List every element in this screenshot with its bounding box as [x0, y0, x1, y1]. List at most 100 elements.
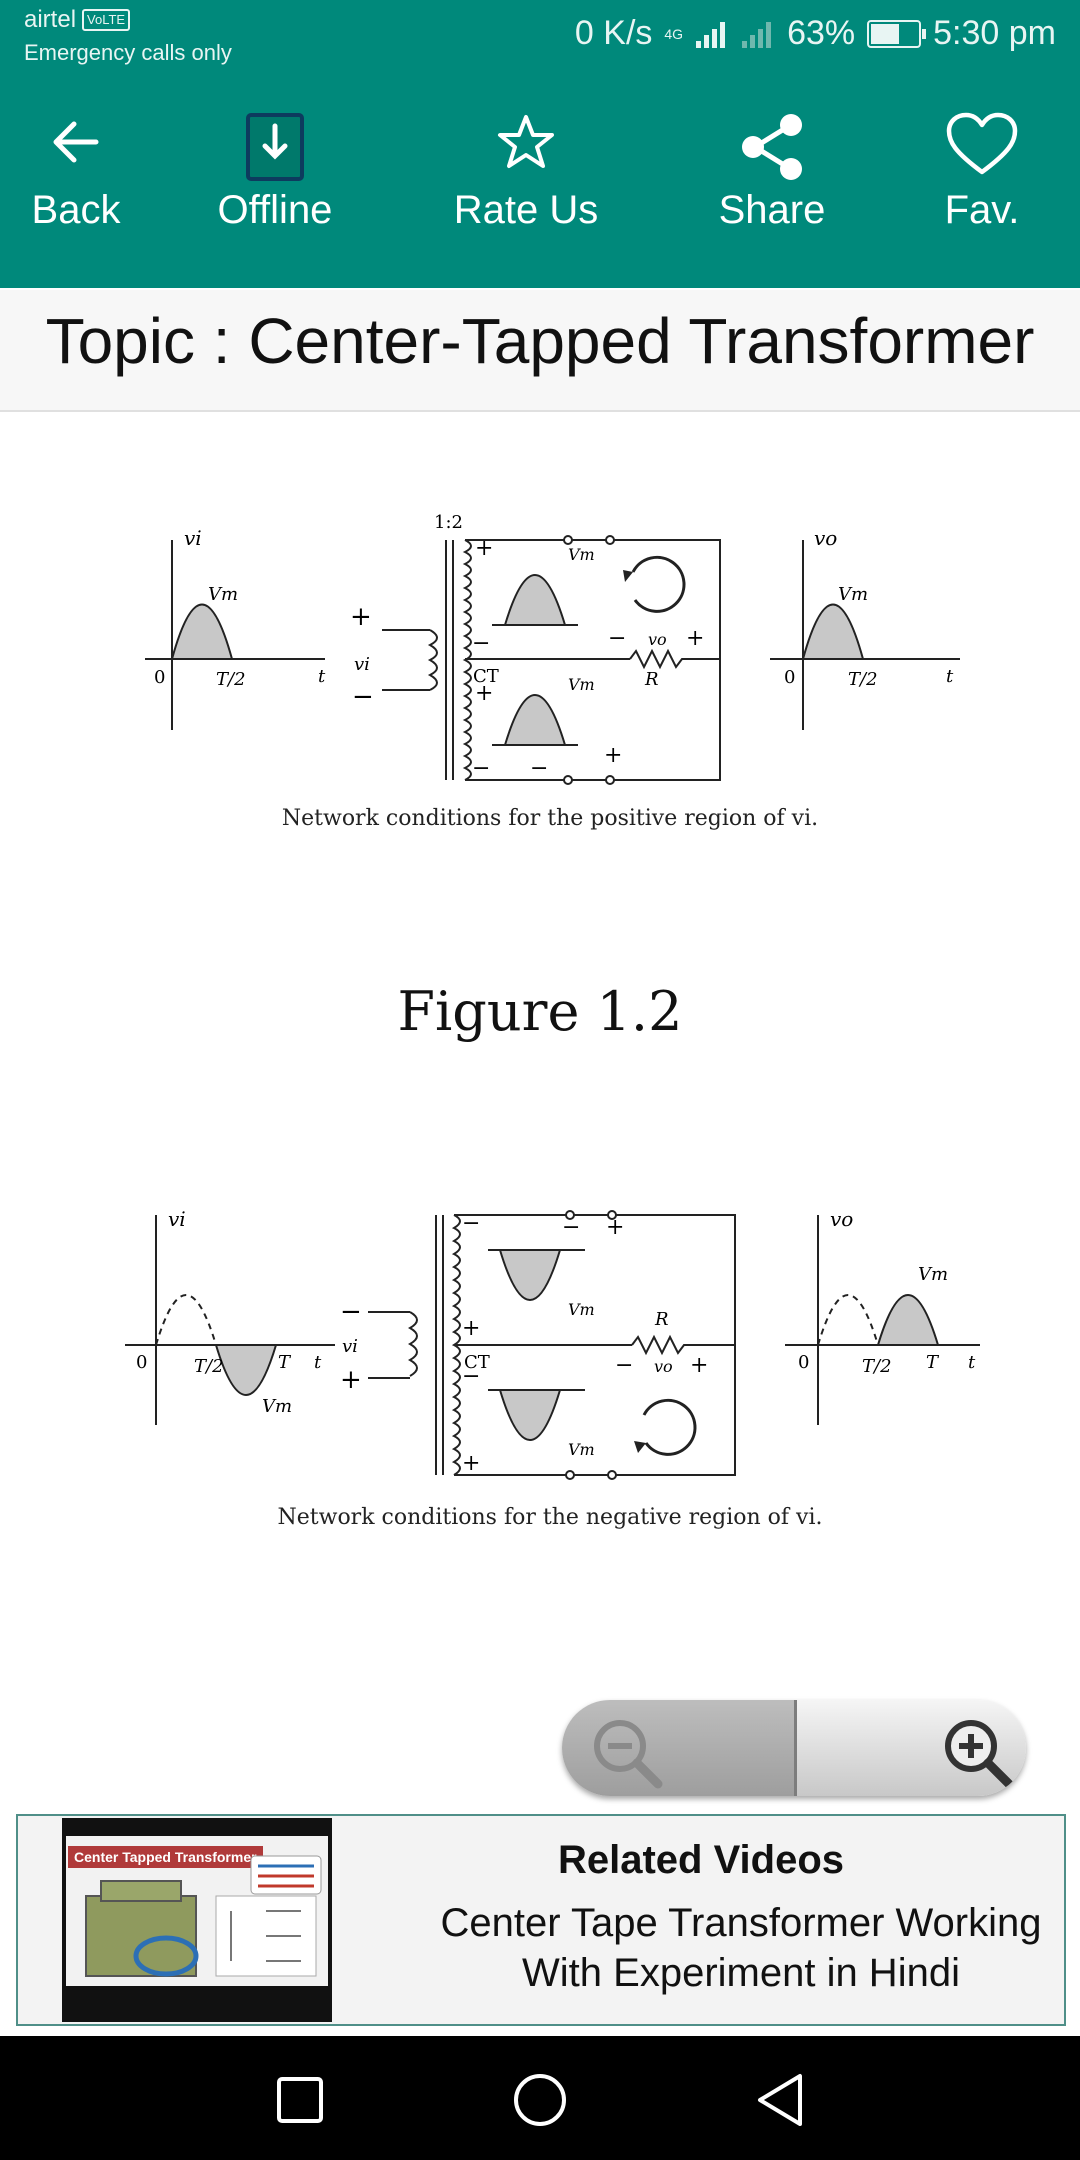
vo-label-2: vo: [830, 1207, 853, 1231]
battery-icon: [867, 19, 927, 48]
video-thumbnail[interactable]: Center Tapped Transformer: [62, 1818, 332, 2022]
offline-label: Offline: [217, 188, 333, 232]
svg-text:−: −: [472, 756, 490, 781]
star-icon: [498, 115, 554, 168]
half-period-label-2: T/2: [862, 1356, 892, 1377]
system-navigation-bar: [0, 2036, 1080, 2160]
figure-negative-region: vi 0 T/2 T t Vm − + vi Vm Vm − − + + CT …: [120, 1200, 980, 1540]
svg-text:−: −: [340, 1297, 362, 1327]
clock: 5:30 pm: [933, 14, 1056, 52]
svg-text:+: +: [606, 1215, 624, 1240]
signal-icon-2: [742, 21, 772, 48]
zoom-out-icon: [594, 1720, 663, 1789]
fav-label: Fav.: [944, 188, 1020, 232]
svg-text:−: −: [608, 626, 626, 651]
signal-icon: [696, 21, 726, 48]
ct-label-2: CT: [464, 1352, 490, 1373]
vm-label: Vm: [208, 584, 238, 605]
vi-label: vi: [184, 526, 202, 550]
network-type: 4G: [664, 25, 684, 42]
svg-text:0: 0: [784, 667, 795, 688]
share-label: Share: [718, 188, 826, 232]
svg-text:+: +: [462, 1451, 480, 1476]
battery-tip: [922, 28, 927, 39]
nav-home-icon[interactable]: [512, 2072, 568, 2128]
nav-recents-icon[interactable]: [276, 2076, 324, 2124]
ratio-label: 1:2: [434, 512, 463, 533]
svg-text:−: −: [562, 1215, 580, 1240]
transformer-image: [85, 1855, 322, 1977]
battery-percent: 63%: [787, 14, 856, 52]
svg-text:+: +: [350, 602, 372, 632]
svg-text:−: −: [462, 1364, 480, 1389]
status-bar: airtel VoLTE Emergency calls only 0 K/s …: [0, 0, 1080, 72]
svg-text:t: t: [968, 1352, 976, 1373]
offline-button[interactable]: Offline: [175, 112, 375, 233]
svg-text:Vm: Vm: [568, 1300, 595, 1319]
ct-label: CT: [473, 666, 499, 687]
svg-text:vi: vi: [168, 1207, 186, 1231]
circuit-diagram-negative: vi 0 T/2 T t Vm − + vi Vm Vm − − + + CT …: [125, 1207, 980, 1480]
network-speed: 0 K/s: [574, 14, 653, 52]
status-right: 0 K/s 4G 63% 5:30 pm: [575, 14, 1056, 53]
svg-text:T/2: T/2: [194, 1356, 224, 1377]
period-label: T: [278, 1352, 292, 1373]
related-videos-title: Related Videos: [557, 1838, 845, 1882]
download-icon: [246, 113, 304, 181]
back-label: Back: [31, 188, 121, 232]
t-label-2: t: [314, 1352, 322, 1373]
figure-positive-region: vi Vm 0 T/2 t + − vi 1:2 Vm Vm + − CT + …: [120, 500, 980, 840]
carrier: airtel VoLTE: [24, 6, 232, 34]
svg-text:−: −: [530, 756, 548, 781]
svg-text:t: t: [946, 666, 954, 687]
nav-back-icon[interactable]: [754, 2072, 806, 2128]
svg-text:T: T: [926, 1352, 940, 1373]
related-video-card[interactable]: Center Tapped Transformer Related Videos…: [16, 1814, 1066, 2026]
related-video-description: Center Tape Transformer Working With Exp…: [440, 1901, 1042, 1995]
thumbnail-image: Center Tapped Transformer: [66, 1836, 328, 1986]
r-label-2: R: [654, 1309, 669, 1330]
svg-text:Vm: Vm: [568, 545, 595, 564]
zoom-in-button[interactable]: [797, 1700, 1026, 1796]
svg-text:−: −: [462, 1211, 480, 1236]
share-icon: [742, 114, 802, 180]
svg-text:Vm: Vm: [568, 1440, 595, 1459]
vo-label: vo: [814, 526, 837, 550]
zoom-controls: [562, 1700, 1026, 1796]
svg-text:−: −: [352, 682, 374, 712]
svg-text:−: −: [615, 1353, 633, 1378]
battery-fill: [871, 23, 900, 44]
share-button[interactable]: Share: [672, 112, 872, 233]
back-button[interactable]: Back: [0, 112, 176, 233]
vm-label-2: Vm: [262, 1396, 292, 1417]
arrow-back-icon: [53, 121, 99, 163]
svg-text:Vm: Vm: [568, 675, 595, 694]
half-period-label: T/2: [216, 669, 246, 690]
svg-text:+: +: [604, 743, 622, 768]
svg-text:vi: vi: [354, 654, 370, 675]
carrier-name: airtel: [24, 6, 77, 33]
emergency-text: Emergency calls only: [24, 40, 232, 65]
top-toolbar: Back Offline Rate Us Share Fav.: [0, 72, 1080, 288]
t-label: t: [318, 666, 326, 687]
favourite-button[interactable]: Fav.: [882, 112, 1080, 233]
zero-label-2: 0: [798, 1352, 809, 1373]
svg-text:−: −: [472, 631, 490, 656]
svg-text:+: +: [686, 626, 704, 651]
svg-text:vo: vo: [654, 1357, 673, 1376]
thumbnail-title: Center Tapped Transformer: [68, 1846, 263, 1868]
topic-bar: Topic : Center-Tapped Transformer: [0, 290, 1080, 412]
zoom-out-button[interactable]: [562, 1700, 797, 1796]
svg-text:+: +: [462, 1316, 480, 1341]
svg-text:T/2: T/2: [848, 669, 878, 690]
rate-us-button[interactable]: Rate Us: [426, 112, 626, 233]
svg-text:Vm: Vm: [838, 584, 868, 605]
svg-text:+: +: [475, 681, 493, 706]
figure-caption-negative: Network conditions for the negative regi…: [277, 1505, 823, 1530]
topic-title: Topic : Center-Tapped Transformer: [45, 305, 1035, 377]
figure-caption-positive: Network conditions for the positive regi…: [281, 806, 819, 831]
zero-label: 0: [154, 667, 165, 688]
svg-text:+: +: [475, 536, 493, 561]
figure-heading: Figure 1.2: [397, 980, 683, 1043]
svg-text:0: 0: [136, 1352, 147, 1373]
